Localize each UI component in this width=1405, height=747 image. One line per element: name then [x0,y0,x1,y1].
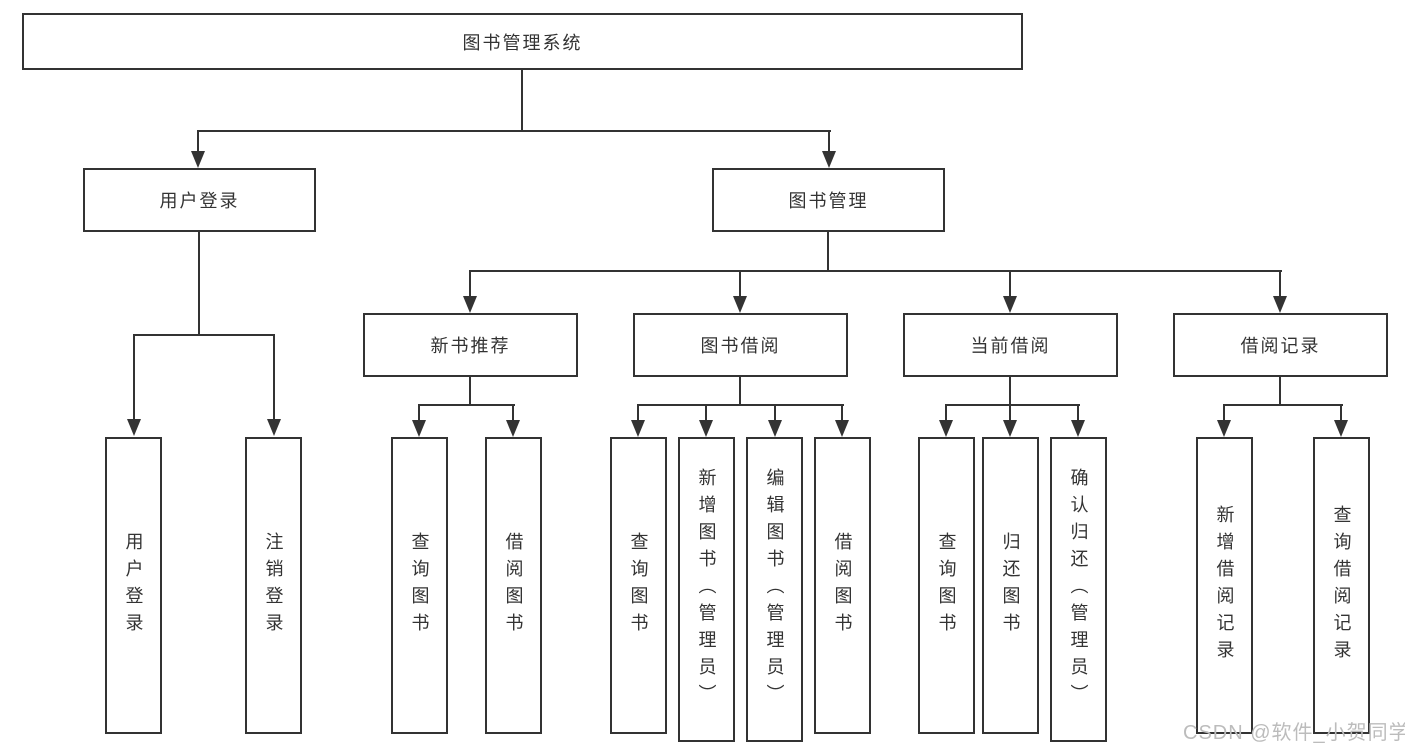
node-book-borrow: 图书借阅 [633,313,848,377]
connector-line [739,270,741,297]
connector-line [637,404,639,421]
leaf-query-borrow-record-label: 查询借阅记录 [1331,504,1352,667]
connector-arrowhead [1003,296,1017,313]
watermark: CSDN @软件_小贺同学 [1183,722,1405,744]
connector-line [273,334,275,420]
connector-arrowhead [1217,420,1231,437]
connector-line [469,270,471,297]
leaf-confirm-return-admin-label: 确认归还（管理员） [1068,468,1089,711]
leaf-borrow-books-label: 借阅图书 [832,531,853,640]
node-book-management: 图书管理 [712,168,945,232]
connector-line [1340,404,1342,421]
leaf-return-books: 归还图书 [982,437,1039,734]
node-book-management-label: 图书管理 [788,191,869,211]
connector-line [418,404,515,406]
leaf-borrow-books-recommend: 借阅图书 [485,437,542,734]
connector-line [637,404,844,406]
connector-line [418,404,420,421]
leaf-logout-login: 注销登录 [245,437,302,734]
connector-arrowhead [191,151,205,168]
connector-line [521,70,523,132]
connector-line [827,232,829,272]
leaf-query-books-borrow: 查询图书 [610,437,667,734]
node-new-book-recommend-label: 新书推荐 [430,336,511,356]
leaf-user-login: 用户登录 [105,437,162,734]
leaf-edit-books-admin: 编辑图书（管理员） [746,437,803,742]
connector-arrowhead [1071,420,1085,437]
leaf-query-borrow-record: 查询借阅记录 [1313,437,1370,734]
leaf-query-books-current: 查询图书 [918,437,975,734]
connector-arrowhead [835,420,849,437]
connector-line [469,377,471,406]
connector-arrowhead [631,420,645,437]
connector-arrowhead [127,419,141,436]
connector-line [197,130,199,152]
leaf-query-books-current-label: 查询图书 [936,531,957,640]
node-book-borrow-label: 图书借阅 [700,336,781,356]
connector-line [198,232,200,335]
leaf-query-books-recommend: 查询图书 [391,437,448,734]
node-borrow-records: 借阅记录 [1173,313,1388,377]
connector-line [1009,377,1011,406]
leaf-add-borrow-record-label: 新增借阅记录 [1214,504,1235,667]
connector-line [1279,270,1281,297]
leaf-add-borrow-record: 新增借阅记录 [1196,437,1253,734]
connector-line [841,404,843,421]
connector-line [705,404,707,421]
node-current-borrow-label: 当前借阅 [970,336,1051,356]
connector-arrowhead [506,420,520,437]
node-user-login-label: 用户登录 [159,191,240,211]
node-root-label: 图书管理系统 [462,32,583,53]
connector-arrowhead [267,419,281,436]
connector-arrowhead [1273,296,1287,313]
connector-arrowhead [768,420,782,437]
connector-line [1223,404,1343,406]
leaf-edit-books-admin-label: 编辑图书（管理员） [764,468,785,711]
connector-arrowhead [822,151,836,168]
node-new-book-recommend: 新书推荐 [363,313,578,377]
connector-line [512,404,514,421]
connector-line [1009,404,1011,421]
connector-line [945,404,1080,406]
leaf-user-login-label: 用户登录 [123,531,144,640]
leaf-return-books-label: 归还图书 [1000,531,1021,640]
connector-line [828,130,830,152]
connector-line [945,404,947,421]
leaf-add-books-admin-label: 新增图书（管理员） [696,468,717,711]
connector-line [739,377,741,406]
connector-arrowhead [733,296,747,313]
leaf-add-books-admin: 新增图书（管理员） [678,437,735,742]
connector-line [1223,404,1225,421]
connector-line [774,404,776,421]
leaf-query-books-borrow-label: 查询图书 [628,531,649,640]
connector-line [133,334,135,420]
node-user-login: 用户登录 [83,168,316,232]
connector-line [1009,270,1011,297]
connector-arrowhead [699,420,713,437]
connector-line [469,270,1282,272]
leaf-borrow-books: 借阅图书 [814,437,871,734]
connector-line [133,334,275,336]
connector-line [1077,404,1079,421]
connector-line [1279,377,1281,406]
leaf-query-books-recommend-label: 查询图书 [409,531,430,640]
connector-arrowhead [939,420,953,437]
leaf-borrow-books-recommend-label: 借阅图书 [503,531,524,640]
connector-arrowhead [1003,420,1017,437]
connector-arrowhead [412,420,426,437]
leaf-logout-login-label: 注销登录 [263,531,284,640]
node-current-borrow: 当前借阅 [903,313,1118,377]
connector-line [197,130,831,132]
leaf-confirm-return-admin: 确认归还（管理员） [1050,437,1107,742]
connector-arrowhead [1334,420,1348,437]
node-borrow-records-label: 借阅记录 [1240,336,1321,356]
node-root: 图书管理系统 [22,13,1023,70]
connector-arrowhead [463,296,477,313]
